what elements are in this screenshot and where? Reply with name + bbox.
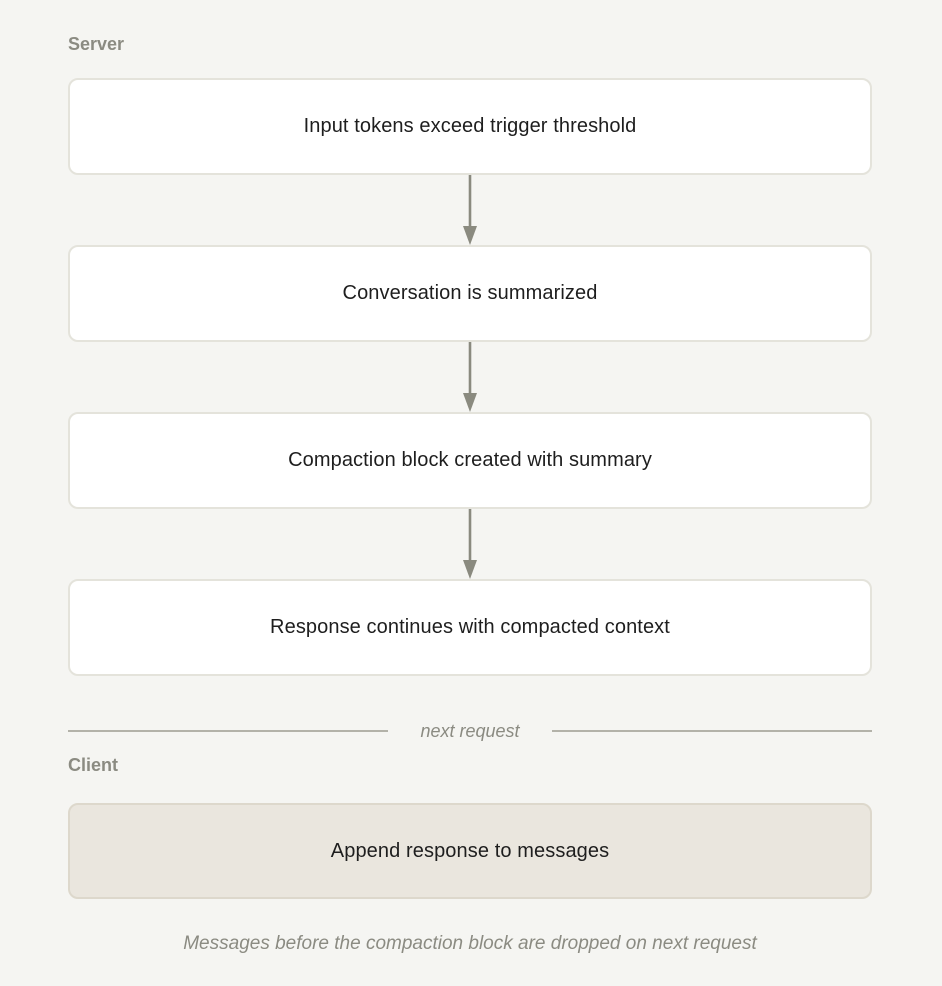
client-section-label: Client [68,755,119,775]
divider-line-left [68,730,389,732]
arrow-down-icon [68,509,872,579]
flow-node-summarized: Conversation is summarized [68,245,872,342]
divider-line-right [551,730,872,732]
flow-node-append-response: Append response to messages [68,803,872,899]
diagram-caption: Messages before the compaction block are… [183,933,757,954]
arrow-down-icon [68,175,872,245]
next-request-divider: next request [68,719,872,743]
flow-node-input-tokens: Input tokens exceed trigger threshold [68,78,872,175]
arrow-down-icon [68,342,872,412]
flow-node-compaction-block: Compaction block created with summary [68,412,872,509]
next-request-label: next request [420,720,520,741]
flow-node-response-continues: Response continues with compacted contex… [68,579,872,676]
server-section-label: Server [68,34,125,54]
